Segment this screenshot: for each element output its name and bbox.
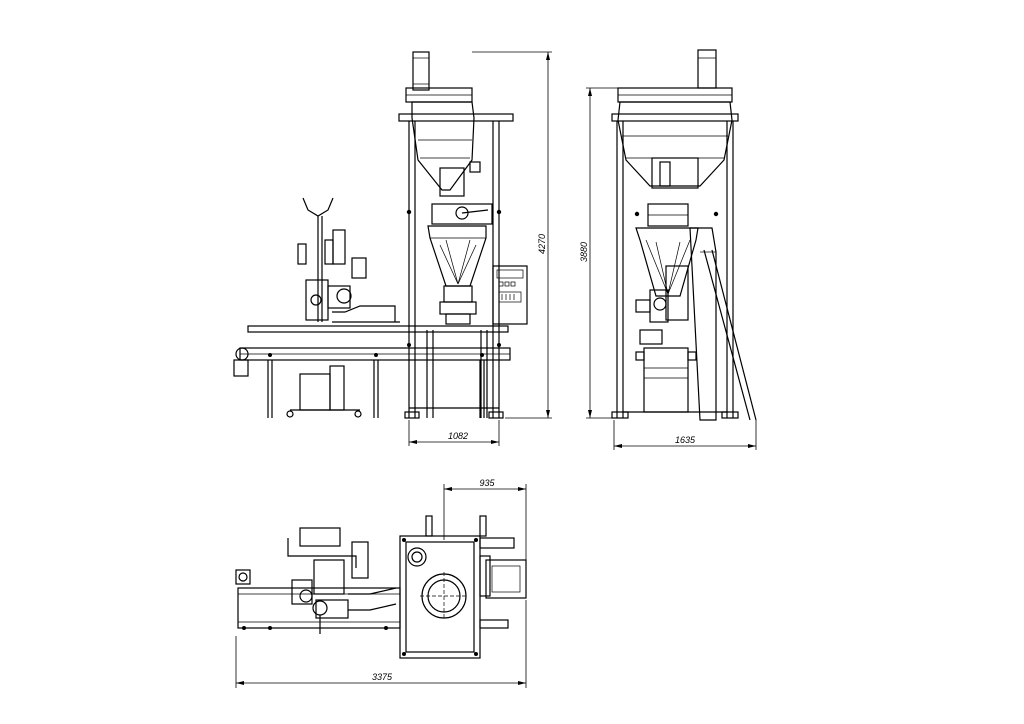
dim-side-height: 4270	[537, 234, 547, 254]
front-control-cabinet	[665, 265, 689, 321]
front-side-chute	[689, 227, 717, 421]
side-view: 4270 1082	[233, 51, 552, 446]
side-sewing-control-box	[351, 257, 367, 279]
plan-main-frame	[399, 535, 481, 659]
side-bag-clamp-arm	[302, 197, 334, 217]
front-bag-support	[643, 347, 689, 413]
side-top-beam	[398, 113, 514, 122]
plan-sewing-unit	[299, 527, 341, 547]
side-weigh-hopper	[427, 225, 487, 287]
plan-view: 935 3375	[235, 478, 527, 688]
side-feeder-gate	[431, 203, 493, 225]
front-top-motor	[697, 49, 717, 89]
side-storage-hopper	[411, 101, 475, 191]
front-storage-hopper	[617, 101, 733, 187]
front-top-beam	[611, 113, 739, 122]
side-sewing-machine	[305, 279, 329, 321]
dim-plan-offset: 935	[479, 478, 495, 488]
side-conveyor-top	[247, 325, 509, 333]
front-view: 3880 1635	[579, 49, 757, 450]
dim-front-height: 3880	[579, 242, 589, 262]
side-control-cabinet	[492, 265, 528, 325]
side-bag-support	[299, 373, 331, 411]
side-feeder-neck	[439, 167, 465, 197]
dim-plan-total-length: 3375	[372, 672, 393, 682]
dim-side-frame-width: 1082	[448, 431, 468, 441]
plan-gate-flange	[407, 547, 427, 567]
front-weigh-hopper	[635, 227, 699, 297]
plan-control-cabinet	[485, 559, 527, 599]
side-top-motor	[412, 51, 430, 91]
dim-front-width: 1635	[675, 435, 696, 445]
